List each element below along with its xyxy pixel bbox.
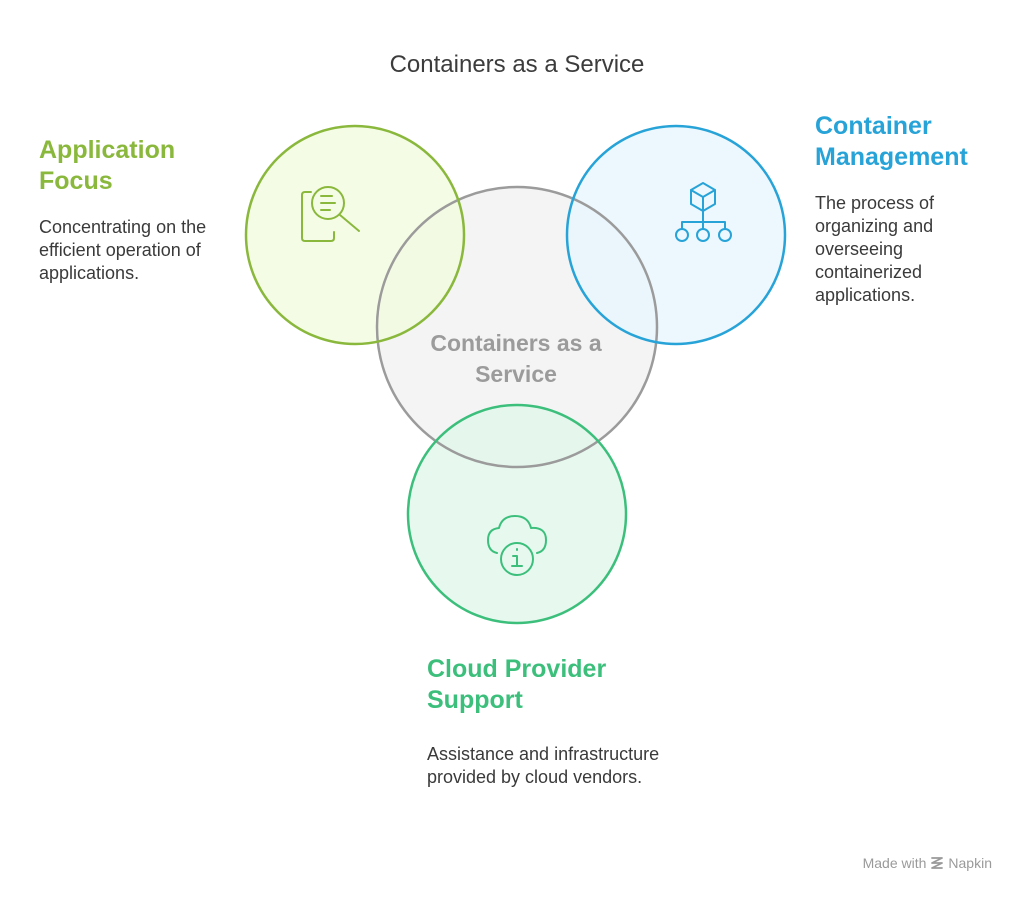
cloud-provider-support-heading: Cloud Provider Support (427, 655, 607, 714)
application-focus-heading: Application Focus (39, 136, 176, 195)
application-focus-circle (244, 124, 466, 346)
document-search-icon (301, 186, 360, 242)
center-label: Containers as a Service (430, 330, 602, 387)
cube-hierarchy-icon (675, 182, 732, 242)
container-management-description: The process of organizing and overseeing… (815, 193, 935, 305)
center-circle (375, 185, 659, 469)
napkin-brand-text: Napkin (948, 855, 992, 871)
made-with-text: Made with (862, 855, 927, 871)
cloud-provider-support-description: Assistance and infrastructure provided b… (427, 744, 660, 787)
application-focus-description: Concentrating on the efficient operation… (39, 217, 207, 283)
application-focus-circle-fill (246, 126, 464, 344)
cloud-provider-circle (406, 403, 628, 625)
page-title: Containers as a Service (389, 51, 645, 78)
container-management-circle (565, 124, 787, 346)
cloud-provider-circle-fill (408, 405, 626, 623)
container-management-heading: Container Management (815, 112, 968, 171)
cloud-info-icon (487, 515, 547, 576)
napkin-logo-icon (931, 857, 944, 869)
made-with-napkin-footer[interactable]: Made with Napkin (863, 855, 992, 871)
